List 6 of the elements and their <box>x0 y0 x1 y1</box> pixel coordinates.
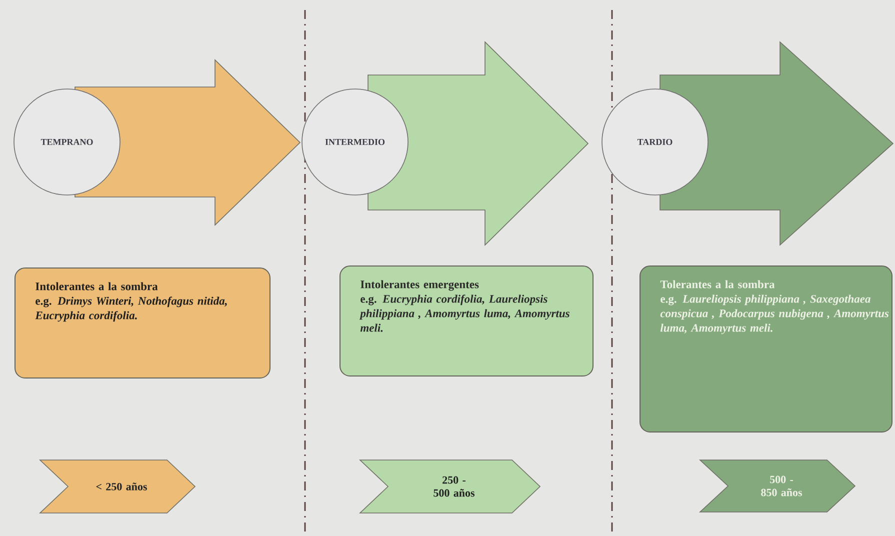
species-box: Intolerantes emergentes e.g. Eucryphia cordifolia, Laureliopsis philippiana , Amomyrtus luma, Amomyrtus meli. <box>340 266 594 376</box>
age-chevron: 250 - 500 años <box>359 460 541 514</box>
species-box: Intolerantes a la sombra e.g. Drimys Winteri, Nothofagus nitida, Eucryphia cordifolia. <box>14 268 270 378</box>
age-chevron: < 250 años <box>39 460 196 514</box>
species-box: Tolerantes a la sombra e.g. Laureliopsis philippiana , Saxegothaea conspicua , Podocarpus nubigena , Amomyrtus luma, Amomyrtus meli. <box>640 266 892 432</box>
age-chevron: 500 - 850 años <box>698 460 856 512</box>
